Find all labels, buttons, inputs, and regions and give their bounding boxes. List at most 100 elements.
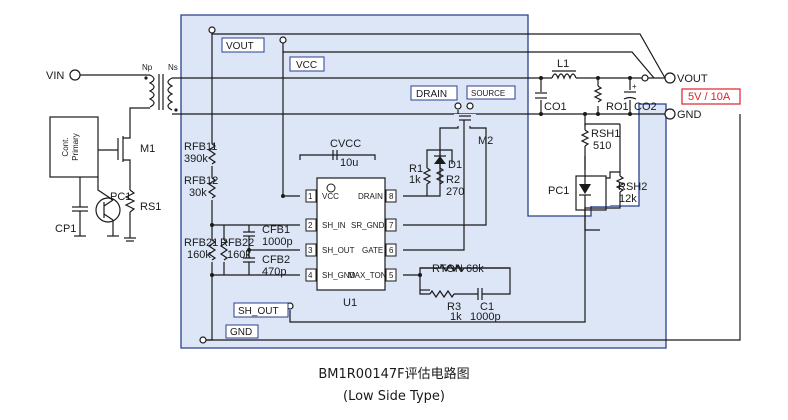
vcc-node [279, 36, 287, 44]
controller-line1: Primary [71, 133, 80, 161]
l1-name: L1 [557, 58, 569, 70]
vout-terminal [664, 72, 676, 84]
capacitor-cfb2: CFB2 470p [243, 250, 290, 278]
cfb1-name: CFB1 [262, 224, 290, 236]
net-label-gnd-text: GND [230, 327, 252, 338]
rsh2-name: RSH2 [618, 181, 647, 193]
ns-label: Ns [168, 63, 178, 72]
cvcc-value: 10u [340, 157, 358, 169]
net-label-sh-out: SH_OUT [233, 302, 289, 318]
pin8-name: DRAIN [358, 192, 383, 201]
resistor-r3: R3 1k [429, 289, 478, 323]
rfb22-name: RFB22 [220, 237, 254, 249]
net-label-drain: DRAIN [410, 85, 458, 101]
net-label-source-text: SOURCE [471, 89, 505, 98]
pin1-name: VCC [322, 192, 339, 201]
vout-node [208, 26, 216, 34]
rfb11-name: RFB11 [184, 141, 217, 153]
ro1-name: RO1 [606, 101, 629, 113]
co2-name: CO2 [634, 101, 657, 113]
net-label-gnd: GND [225, 324, 259, 339]
pin7-num: 7 [389, 221, 394, 230]
resistor-rsh1: RSH1 510 [576, 124, 620, 170]
evaluation-board-region [180, 14, 667, 349]
cvcc-name: CVCC [330, 138, 361, 150]
resistor-rfb12: RFB12 30k [184, 175, 218, 200]
rfb11-value: 390k [184, 153, 208, 165]
capacitor-co1: CO1 [535, 92, 567, 113]
net-label-drain-text: DRAIN [416, 89, 447, 100]
inductor-l1: L1 [551, 58, 577, 84]
rfb12-value: 30k [189, 187, 207, 199]
ic-body [316, 177, 386, 291]
resistor-rfb21: RFB21 160k [184, 237, 218, 262]
pin2-num: 2 [308, 221, 313, 230]
rsh1-name: RSH1 [591, 128, 620, 140]
pin8-num: 8 [389, 192, 394, 201]
diode-d1: D1 [426, 149, 462, 171]
pin3-num: 3 [308, 246, 313, 255]
pin2-name: SH_IN [322, 221, 346, 230]
cfb1-value: 1000p [262, 236, 293, 248]
caption-title: BM1R00147F评估电路图 [318, 366, 469, 382]
ic-u1: 1 VCC 2 SH_IN 3 SH_OUT 4 SH_GND 8 DRAIN … [305, 177, 397, 309]
d1-name: D1 [448, 159, 462, 171]
r3-name: R3 [447, 301, 461, 313]
mosfet-m1: M1 [98, 135, 155, 180]
rs1-label: RS1 [140, 201, 161, 213]
rfb21-name: RFB21 [184, 237, 218, 249]
resistor-r2: R2 270 [435, 164, 464, 198]
ic-name: U1 [343, 297, 357, 309]
cfb2-name: CFB2 [262, 254, 290, 266]
rton-value: 68k [466, 263, 484, 275]
pin4-name: SH_GND [322, 271, 356, 280]
rfb12-name: RFB12 [184, 175, 218, 187]
resistor-rfb11: RFB11 390k [184, 141, 217, 166]
caption-subtitle: (Low Side Type) [343, 389, 445, 404]
pin5-num: 5 [389, 271, 394, 280]
drain-node [454, 102, 462, 110]
pin7-name: SR_GND [351, 221, 385, 230]
resistor-ro1: RO1 [593, 85, 629, 113]
np-label: Np [142, 63, 153, 72]
source-node [466, 102, 474, 110]
resistor-rs1: RS1 [124, 180, 161, 242]
pin1-num: 1 [308, 192, 313, 201]
vout-label: VOUT [677, 73, 708, 85]
r1-value: 1k [409, 174, 421, 186]
capacitor-cp1: CP1 [55, 177, 88, 237]
svg-text:+: + [632, 82, 637, 91]
c1-name: C1 [480, 301, 494, 313]
net-label-sh-out-text: SH_OUT [238, 306, 279, 317]
net-label-vcc: VCC [289, 56, 325, 72]
mosfet-m2: M2 [454, 114, 493, 147]
transformer: Np Ns [142, 63, 178, 112]
primary-controller: Primary Cont. [49, 116, 99, 178]
capacitor-cvcc: CVCC 10u [330, 138, 361, 169]
r2-name: R2 [446, 174, 460, 186]
net-label-vout: VOUT [221, 37, 265, 53]
controller-line2: Cont. [61, 137, 70, 156]
net-label-source: SOURCE [466, 85, 516, 100]
resistor-rton: RTON 68k [420, 263, 510, 275]
pc1-secondary-name: PC1 [548, 185, 569, 197]
capacitor-c1: C1 1000p [470, 288, 511, 323]
rating-box [681, 88, 741, 105]
gnd-terminal [664, 108, 676, 120]
capacitor-co2: + CO2 [623, 82, 657, 113]
resistor-r1: R1 1k [409, 160, 432, 196]
optocoupler-pc1-primary: PC1 [95, 177, 131, 237]
r3-value: 1k [450, 311, 462, 323]
vout-pad [641, 74, 649, 82]
resistor-rsh2: RSH2 12k [584, 124, 647, 230]
m1-label: M1 [140, 143, 155, 155]
pin4-num: 4 [308, 271, 313, 280]
rton-name: RTON [432, 263, 463, 275]
pin6-num: 6 [389, 246, 394, 255]
rsh2-value: 12k [619, 193, 637, 205]
rsh1-value: 510 [593, 140, 611, 152]
optocoupler-pc1-secondary: PC1 [548, 170, 620, 211]
m2-name: M2 [478, 135, 493, 147]
